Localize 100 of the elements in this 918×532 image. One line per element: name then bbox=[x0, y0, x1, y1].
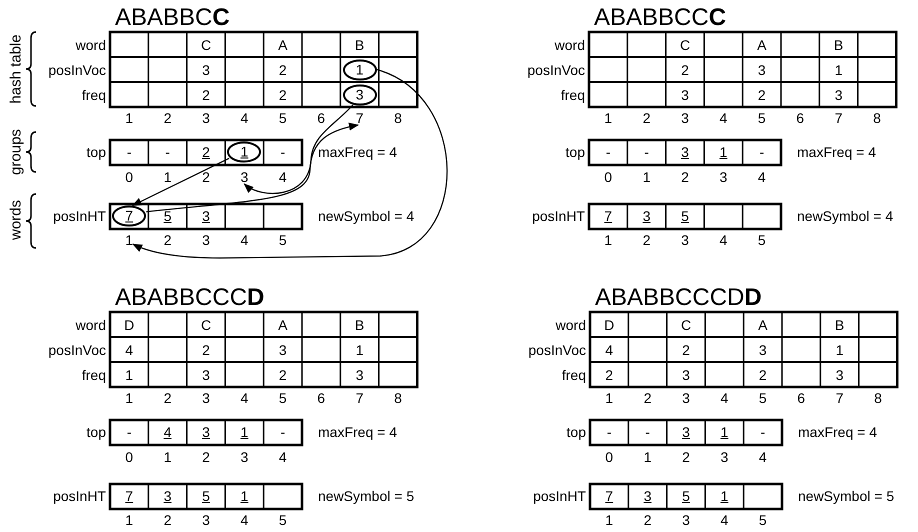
cell-value: - bbox=[760, 425, 766, 439]
row-label: posInHT bbox=[533, 489, 586, 503]
cell-value: 1 bbox=[720, 145, 728, 159]
arrow bbox=[132, 68, 448, 259]
cell-value: 3 bbox=[356, 368, 364, 382]
cell-value: 5 bbox=[202, 489, 210, 503]
cell-value: B bbox=[834, 318, 844, 332]
cell-value: 2 bbox=[202, 342, 210, 356]
cell-value: 3 bbox=[681, 88, 689, 102]
circled-value: 1 bbox=[342, 59, 377, 80]
cell-value: 1 bbox=[240, 425, 248, 439]
cell-value: B bbox=[354, 38, 364, 52]
cell-value: 1 bbox=[240, 489, 248, 503]
cell-value: - bbox=[606, 145, 611, 159]
cell-value: C bbox=[680, 38, 690, 52]
row-label: word bbox=[76, 318, 106, 332]
row-label: freq bbox=[82, 88, 106, 102]
cell-value: - bbox=[280, 145, 286, 159]
column-index: 6 bbox=[797, 391, 806, 405]
cell-value: 3 bbox=[164, 489, 172, 503]
column-index: 4 bbox=[720, 111, 728, 125]
column-index: 8 bbox=[394, 111, 402, 125]
brace-label: hash table bbox=[8, 34, 24, 104]
column-index: 1 bbox=[642, 170, 650, 184]
column-index: 4 bbox=[240, 233, 248, 247]
row-label: posInVoc bbox=[527, 62, 585, 76]
column-index: 3 bbox=[202, 513, 210, 527]
column-index: 3 bbox=[240, 450, 248, 464]
cell-value: A bbox=[757, 38, 766, 52]
column-index: 5 bbox=[758, 233, 766, 247]
column-index: 7 bbox=[356, 111, 364, 125]
cell-value: - bbox=[126, 145, 132, 159]
column-index: 1 bbox=[125, 111, 134, 125]
row-label: top bbox=[86, 145, 106, 159]
cell-value: D bbox=[604, 318, 614, 332]
cell-value: 5 bbox=[682, 489, 690, 503]
cell-value: 7 bbox=[125, 489, 134, 503]
column-index: 4 bbox=[278, 170, 287, 184]
cell-value: - bbox=[165, 145, 170, 159]
cell-value: B bbox=[354, 318, 364, 332]
variable-label: maxFreq = 4 bbox=[798, 425, 877, 439]
row-label: posInHT bbox=[532, 209, 585, 223]
column-index: 1 bbox=[605, 513, 614, 527]
column-index: 8 bbox=[394, 391, 402, 405]
column-index: 4 bbox=[240, 513, 248, 527]
cell-value: 1 bbox=[834, 62, 842, 76]
column-index: 2 bbox=[681, 170, 689, 184]
arrow bbox=[132, 158, 230, 206]
brace-label: words bbox=[8, 200, 24, 240]
column-index: 4 bbox=[720, 513, 728, 527]
cell-value: 1 bbox=[720, 425, 728, 439]
column-index: 2 bbox=[202, 450, 210, 464]
row-label: posInHT bbox=[53, 209, 106, 223]
column-index: 3 bbox=[202, 233, 210, 247]
column-index: 3 bbox=[720, 450, 728, 464]
row-label: posInVoc bbox=[528, 342, 586, 356]
column-index: 5 bbox=[278, 111, 287, 125]
column-index: 4 bbox=[278, 450, 287, 464]
column-index: 7 bbox=[834, 111, 842, 125]
brace-label: groups bbox=[8, 129, 24, 175]
column-index: 2 bbox=[164, 513, 172, 527]
column-index: 5 bbox=[278, 233, 287, 247]
variable-label: maxFreq = 4 bbox=[318, 425, 397, 439]
column-index: 2 bbox=[202, 170, 210, 184]
cell-value: 3 bbox=[202, 209, 210, 223]
cell-value: 2 bbox=[682, 342, 690, 356]
cell-value: 3 bbox=[758, 342, 767, 356]
cell-value: C bbox=[680, 318, 692, 332]
row-label: freq bbox=[82, 368, 106, 382]
variable-label: newSymbol = 5 bbox=[318, 489, 414, 503]
column-index: 4 bbox=[758, 450, 767, 464]
cell-value: 2 bbox=[202, 88, 210, 102]
row-label: posInVoc bbox=[48, 62, 106, 76]
row-label: freq bbox=[560, 88, 585, 102]
column-index: 3 bbox=[202, 111, 210, 125]
column-index: 1 bbox=[604, 233, 612, 247]
row-label: word bbox=[556, 318, 586, 332]
cell-value: 4 bbox=[125, 342, 134, 356]
cell-value: 2 bbox=[278, 62, 287, 76]
sequence-title: ABABBCCC bbox=[594, 6, 726, 30]
row-label: top bbox=[566, 425, 586, 439]
sequence-title: ABABBCCCD bbox=[115, 286, 264, 310]
cell-value: D bbox=[124, 318, 134, 332]
cell-value: 2 bbox=[681, 62, 689, 76]
cell-value: 3 bbox=[682, 425, 690, 439]
cell-value: 7 bbox=[604, 209, 612, 223]
column-index: 3 bbox=[681, 233, 689, 247]
cell-value: 3 bbox=[834, 88, 842, 102]
column-index: 8 bbox=[873, 111, 881, 125]
cell-value: A bbox=[758, 318, 768, 332]
column-index: 1 bbox=[605, 391, 614, 405]
cell-value: 4 bbox=[164, 425, 172, 439]
column-index: 0 bbox=[125, 450, 134, 464]
cell-value: 1 bbox=[720, 489, 728, 503]
column-index: 6 bbox=[317, 391, 326, 405]
column-index: 0 bbox=[125, 170, 134, 184]
column-index: 5 bbox=[758, 111, 766, 125]
arrow bbox=[244, 104, 354, 194]
cell-value: - bbox=[644, 145, 649, 159]
column-index: 1 bbox=[125, 391, 134, 405]
